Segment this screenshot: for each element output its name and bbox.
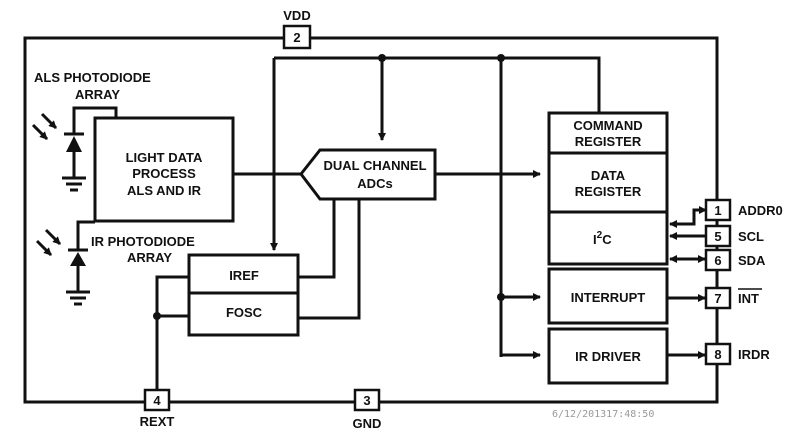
als-wire — [72, 106, 118, 135]
i2c-label: I2C — [593, 230, 612, 247]
pin-name: IRDR — [738, 347, 770, 362]
i2c-block — [547, 210, 669, 266]
wire-adc-iref — [298, 199, 336, 279]
pin-name: GND — [353, 416, 382, 431]
light-process-line3: ALS AND IR — [127, 183, 202, 198]
command-register-line2: REGISTER — [575, 134, 642, 149]
data-register-line2: REGISTER — [575, 184, 642, 199]
pin-name: VDD — [283, 8, 310, 23]
pin-name: SDA — [738, 253, 766, 268]
pin-vdd: 2 VDD — [282, 8, 312, 50]
iref-fosc-block — [187, 253, 300, 337]
pin-name: REXT — [140, 414, 175, 429]
pin-number: 8 — [714, 347, 721, 362]
ir-driver-label: IR DRIVER — [575, 349, 641, 364]
data-register-line1: DATA — [591, 168, 626, 183]
pin-gnd: 3 GND — [353, 388, 382, 431]
pin-name: ADDR0 — [738, 203, 783, 218]
wire-rext — [155, 275, 189, 390]
pin-name: INT — [738, 291, 759, 306]
als-ground-icon — [62, 176, 86, 192]
pin-irdr: 8 IRDR — [704, 342, 770, 366]
junction-dot — [497, 293, 505, 301]
pin-number: 5 — [714, 229, 721, 244]
pin-number: 4 — [153, 393, 161, 408]
adc-line2: ADCs — [357, 176, 392, 191]
pin-number: 6 — [714, 253, 721, 268]
light-process-line2: PROCESS — [132, 166, 196, 181]
ir-wire — [76, 220, 95, 250]
light-data-process-block — [93, 116, 235, 223]
als-photodiode-label-line2: ARRAY — [75, 87, 120, 102]
als-diode-icon — [66, 136, 82, 152]
command-register-block — [547, 111, 669, 155]
ir-light-arrow-icon — [44, 228, 62, 246]
fosc-label: FOSC — [226, 305, 263, 320]
light-process-line1: LIGHT DATA — [126, 150, 203, 165]
pin-sda: 6 SDA — [704, 248, 766, 272]
junction-dot — [378, 54, 386, 62]
pin-number: 2 — [293, 30, 300, 45]
als-light-arrow-icon — [31, 123, 49, 141]
pin-number: 3 — [363, 393, 370, 408]
junction-dot — [153, 312, 161, 320]
ir-photodiode-label-line1: IR PHOTODIODE — [91, 234, 195, 249]
adc-line1: DUAL CHANNEL — [323, 158, 426, 173]
ir-light-arrow-icon — [35, 239, 53, 257]
interrupt-block — [547, 267, 669, 325]
pin-name: SCL — [738, 229, 764, 244]
ir-diode-icon — [70, 252, 86, 266]
command-register-line1: COMMAND — [573, 118, 642, 133]
wire-addr0 — [669, 206, 707, 228]
timestamp: 6/12/201317:48:50 — [552, 409, 654, 420]
pin-scl: 5 SCL — [704, 224, 764, 248]
junction-dot — [497, 54, 505, 62]
als-photodiode-label-line1: ALS PHOTODIODE — [34, 70, 151, 85]
interrupt-label: INTERRUPT — [571, 290, 645, 305]
ir-photodiode-label-line2: ARRAY — [127, 250, 172, 265]
iref-label: IREF — [229, 268, 259, 283]
vdd-rail — [274, 56, 601, 113]
pin-number: 7 — [714, 291, 721, 306]
pin-rext: 4 REXT — [140, 388, 175, 429]
als-light-arrow-icon — [40, 112, 58, 130]
ir-driver-block — [547, 327, 669, 385]
pin-number: 1 — [714, 203, 721, 218]
wire-adc-fosc — [298, 199, 361, 320]
pin-addr0: 1 ADDR0 — [704, 198, 783, 222]
ir-ground-icon — [66, 290, 90, 306]
data-register-block — [547, 151, 669, 214]
pin-int: 7 INT — [704, 286, 762, 310]
